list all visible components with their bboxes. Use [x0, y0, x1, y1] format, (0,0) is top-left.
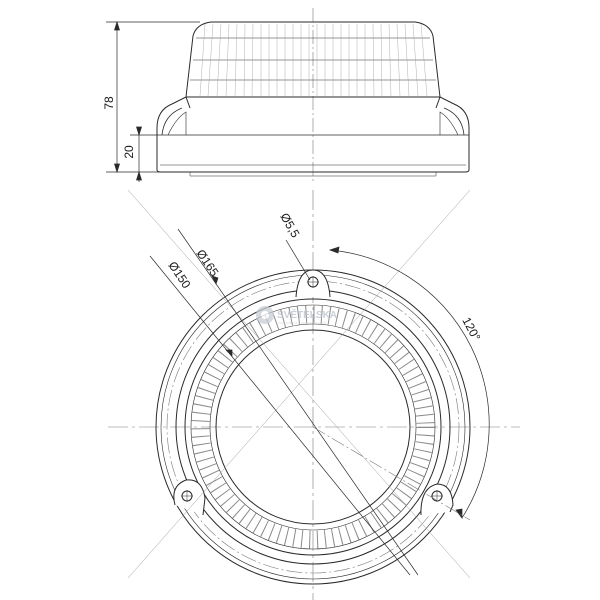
height-base-label: 20 [122, 145, 136, 159]
mounting-lug-right [420, 483, 454, 516]
diameter-outer-label: Ø165 [194, 247, 222, 279]
height-total-label: 78 [102, 96, 116, 110]
lens-dome [185, 21, 441, 98]
watermark-brand: SVĚTELSKA [277, 308, 337, 321]
height-dimensions [106, 20, 200, 182]
watermark-tagline: VÍCE SVĚTLA S ODBORNOU PÉČÍ [278, 320, 327, 325]
mounting-lug-top [295, 269, 331, 298]
lens-center [215, 329, 411, 525]
hole-diameter-label: Ø5,5 [277, 211, 302, 241]
watermark-logo: SVĚTELSKA VÍCE SVĚTLA S ODBORNOU PÉČÍ [256, 306, 337, 325]
top-view [108, 189, 520, 600]
mounting-lug-left [173, 479, 206, 516]
led-segments [191, 305, 435, 549]
diameter-inner-label: Ø150 [166, 259, 194, 291]
lens-outer [184, 298, 442, 556]
led-ring-inner [209, 323, 417, 531]
diameter-leaders [149, 228, 490, 576]
led-ring-outer [190, 304, 436, 550]
side-view [156, 8, 470, 182]
lens-ribs [199, 23, 428, 97]
angle-label: 120° [459, 315, 483, 344]
